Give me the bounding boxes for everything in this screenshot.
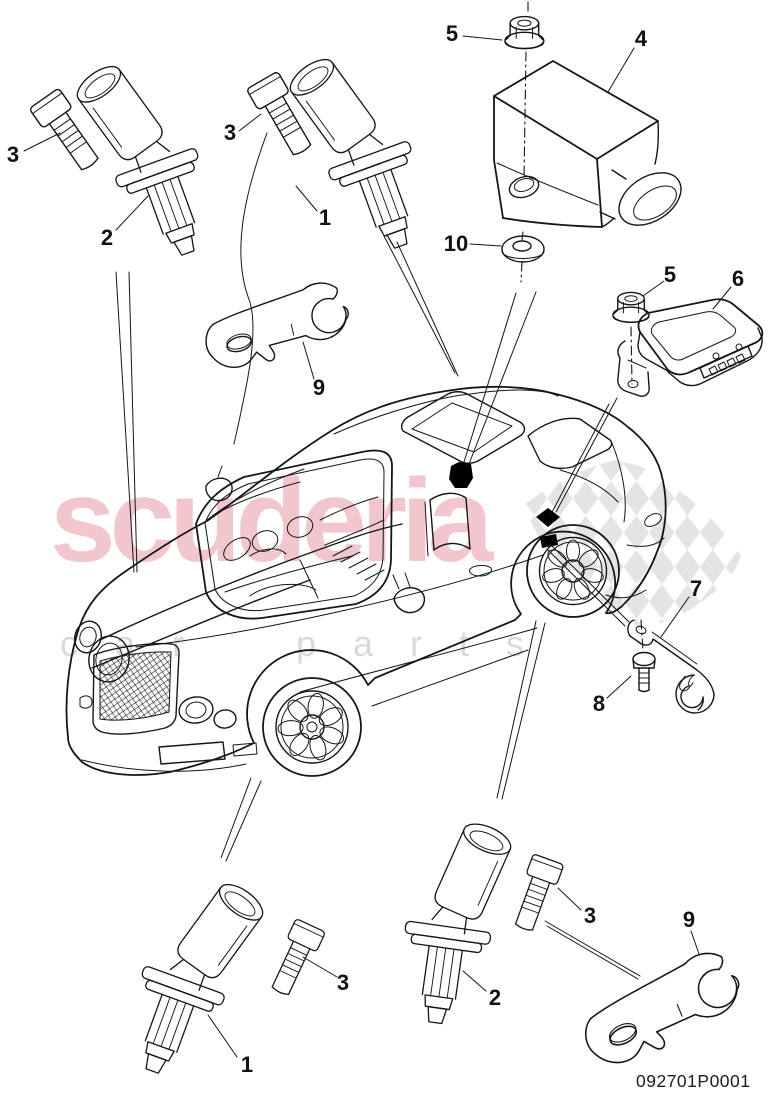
callout-label-4: 4 (634, 26, 648, 51)
wheel-speed-sensor-2-top (66, 42, 229, 272)
marker-roof (449, 462, 473, 488)
retaining-bracket-top (202, 281, 352, 370)
car-illustration (65, 385, 667, 777)
callout-label-7: 7 (689, 576, 703, 601)
checkered-flag-watermark (524, 460, 741, 628)
cabin-interior (211, 481, 385, 599)
control-module-6 (617, 298, 764, 397)
sensor-bolt-bottom-left (264, 917, 327, 1000)
sensor-location-markers (449, 462, 560, 548)
callout-label-10: 10 (443, 231, 469, 256)
flange-nut-module (612, 291, 650, 324)
sensor-bolt-top-middle (245, 70, 320, 162)
flange-nut-top (504, 15, 545, 50)
sensor-bolt-bottom-right (507, 853, 565, 935)
callout-label-3: 3 (6, 142, 20, 167)
drawing-number: 092701P0001 (636, 1071, 751, 1091)
control-module-4 (493, 60, 682, 228)
callout-label-2: 2 (100, 225, 114, 250)
callout-label-3: 3 (583, 903, 597, 928)
bracket-screw-8 (632, 651, 656, 693)
callout-label-3: 3 (336, 970, 350, 995)
callout-label-9: 9 (312, 375, 326, 400)
front-wheel (262, 677, 362, 777)
callout-label-5: 5 (663, 262, 677, 287)
callout-label-5: 5 (445, 21, 459, 46)
marker-arch-rect (540, 534, 558, 548)
rear-wheel (526, 524, 620, 618)
sensor-bolt-top-left (28, 87, 107, 177)
sensor-bracket-7 (627, 619, 715, 714)
callout-label-2: 2 (488, 985, 502, 1010)
callout-label-9: 9 (682, 907, 696, 932)
washer (501, 235, 545, 263)
retaining-bracket-bottom (573, 947, 751, 1070)
headlights (73, 620, 237, 729)
marker-quarter-diamond (536, 508, 560, 527)
callout-label-1: 1 (240, 1052, 254, 1077)
callout-label-1: 1 (318, 205, 332, 230)
callout-label-8: 8 (592, 691, 606, 716)
callout-label-3: 3 (223, 120, 237, 145)
callout-label-6: 6 (731, 266, 745, 291)
front-grille (92, 642, 180, 735)
leader-lines (23, 35, 732, 1058)
